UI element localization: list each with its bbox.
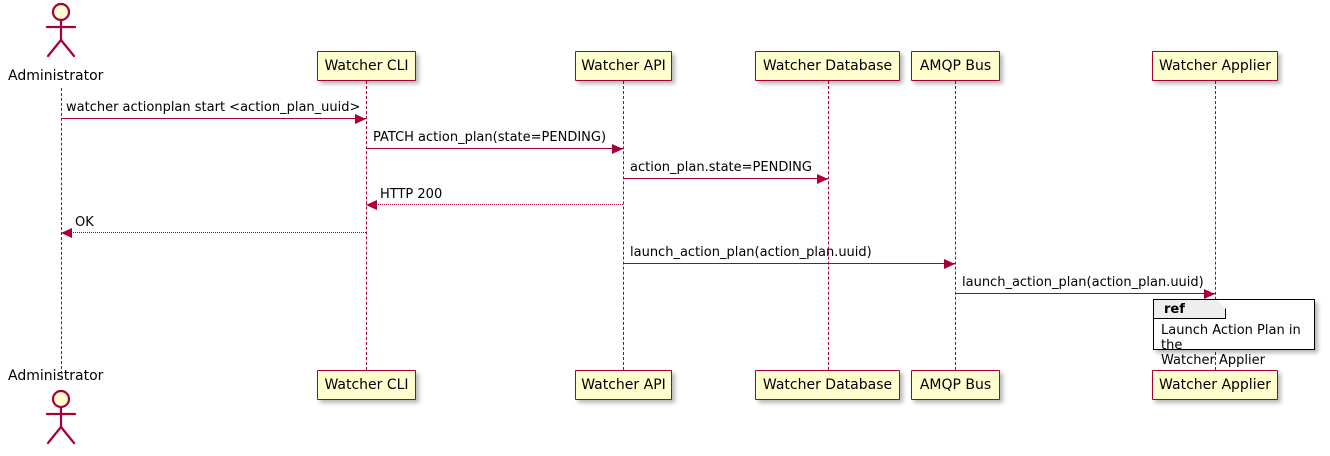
message-label-m4: HTTP 200 [380, 187, 443, 202]
participant-label-watcher-applier-top: Watcher Applier [1159, 58, 1271, 74]
participant-watcher-applier-bottom[interactable]: Watcher Applier [1152, 370, 1278, 400]
participant-label-watcher-api-top: Watcher API [581, 58, 666, 74]
lifeline-watcher-cli [366, 81, 367, 370]
actor-administrator-bottom [39, 389, 83, 445]
lifeline-watcher-database [828, 81, 829, 370]
message-label-m6: launch_action_plan(action_plan.uuid) [630, 245, 872, 260]
message-line-m7 [955, 293, 1215, 294]
participant-label-amqp-bus-top: AMQP Bus [919, 58, 992, 74]
message-line-m5 [61, 232, 366, 233]
message-arrowhead-m2 [612, 143, 623, 154]
message-arrowhead-m7 [1204, 288, 1215, 299]
participant-amqp-bus-top[interactable]: AMQP Bus [911, 51, 1000, 81]
participant-watcher-api-top[interactable]: Watcher API [575, 51, 672, 81]
ref-fragment-body: Launch Action Plan in the Watcher Applie… [1161, 323, 1301, 368]
lifeline-watcher-api [623, 81, 624, 370]
message-label-m2: PATCH action_plan(state=PENDING) [373, 130, 607, 145]
participant-label-watcher-applier-bottom: Watcher Applier [1159, 377, 1271, 393]
actor-administrator-top [39, 2, 83, 58]
message-label-m7: launch_action_plan(action_plan.uuid) [962, 275, 1204, 290]
message-arrowhead-m1 [355, 113, 366, 124]
ref-fragment-tab-label: ref [1164, 301, 1185, 317]
message-label-m3: action_plan.state=PENDING [630, 160, 812, 175]
message-arrowhead-m3 [817, 173, 828, 184]
message-line-m1 [61, 118, 366, 119]
lifeline-amqp-bus [955, 81, 956, 370]
message-label-m5: OK [75, 215, 94, 230]
participant-watcher-database-top[interactable]: Watcher Database [755, 51, 900, 81]
participant-watcher-applier-top[interactable]: Watcher Applier [1152, 51, 1278, 81]
participant-watcher-api-bottom[interactable]: Watcher API [575, 370, 672, 400]
message-arrowhead-m4 [366, 199, 377, 210]
participant-label-amqp-bus-bottom: AMQP Bus [919, 377, 992, 393]
message-arrowhead-m6 [944, 258, 955, 269]
participant-watcher-database-bottom[interactable]: Watcher Database [755, 370, 900, 400]
participant-label-watcher-api-bottom: Watcher API [581, 377, 666, 393]
participant-label-watcher-cli-top: Watcher CLI [324, 58, 409, 74]
ref-fragment-tab: ref [1154, 300, 1226, 319]
participant-label-administrator-bottom: Administrator [8, 368, 104, 384]
message-line-m2 [366, 148, 623, 149]
message-line-m4 [366, 204, 623, 205]
participant-watcher-cli-top[interactable]: Watcher CLI [317, 51, 416, 81]
message-label-m1: watcher actionplan start <action_plan_uu… [66, 100, 361, 115]
message-line-m3 [623, 178, 828, 179]
participant-label-watcher-cli-bottom: Watcher CLI [324, 377, 409, 393]
message-line-m6 [623, 263, 955, 264]
lifeline-watcher-applier [1215, 81, 1216, 370]
participant-label-administrator-top: Administrator [8, 68, 104, 84]
participant-amqp-bus-bottom[interactable]: AMQP Bus [911, 370, 1000, 400]
participant-label-watcher-database-bottom: Watcher Database [762, 377, 893, 393]
participant-watcher-cli-bottom[interactable]: Watcher CLI [317, 370, 416, 400]
participant-label-watcher-database-top: Watcher Database [762, 58, 893, 74]
message-arrowhead-m5 [61, 227, 72, 238]
